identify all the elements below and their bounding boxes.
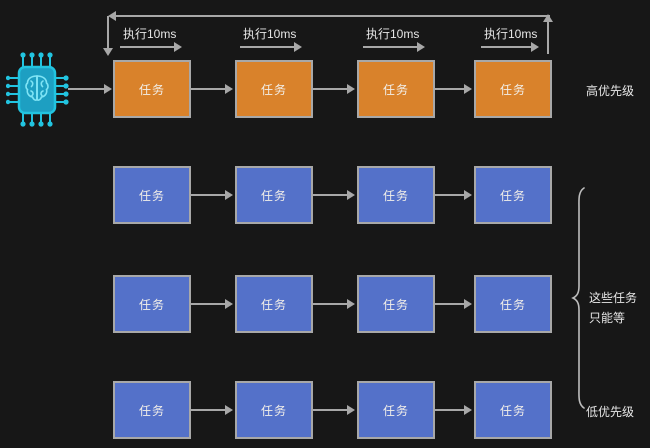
task-box-r4c4[interactable]: 任务 <box>474 381 552 439</box>
task-box-r4c3[interactable]: 任务 <box>357 381 435 439</box>
row1-link-arrowhead-icon-3 <box>464 84 472 94</box>
exec-label-2: 执行10ms <box>243 27 297 41</box>
task-box-r1c1[interactable]: 任务 <box>113 60 191 118</box>
task-box-r2c1[interactable]: 任务 <box>113 166 191 224</box>
row4-link-arrowhead-icon-1 <box>225 405 233 415</box>
row1-link-line-1 <box>191 88 227 90</box>
task-box-r3c3[interactable]: 任务 <box>357 275 435 333</box>
exec-arrow-line-3 <box>363 46 419 48</box>
task-box-r4c2[interactable]: 任务 <box>235 381 313 439</box>
task-box-r1c4[interactable]: 任务 <box>474 60 552 118</box>
row3-link-arrowhead-icon-3 <box>464 299 472 309</box>
label-low-priority: 低优先级 <box>586 405 635 419</box>
waiting-brace-icon <box>570 186 590 410</box>
row3-link-arrowhead-icon-2 <box>347 299 355 309</box>
row2-link-line-1 <box>191 194 227 196</box>
row4-link-line-1 <box>191 409 227 411</box>
row1-link-line-2 <box>313 88 349 90</box>
row2-link-arrowhead-icon-1 <box>225 190 233 200</box>
exec-arrowhead-icon-2 <box>294 42 302 52</box>
cpu-to-task-arrowhead-icon <box>104 84 112 94</box>
row1-link-line-3 <box>435 88 466 90</box>
exec-arrow-line-1 <box>120 46 176 48</box>
task-box-r1c2[interactable]: 任务 <box>235 60 313 118</box>
row2-link-line-3 <box>435 194 466 196</box>
row4-link-line-3 <box>435 409 466 411</box>
task-box-r1c3[interactable]: 任务 <box>357 60 435 118</box>
task-box-r3c4[interactable]: 任务 <box>474 275 552 333</box>
ai-chip-brain-icon <box>5 52 72 128</box>
label-high-priority: 高优先级 <box>586 84 635 98</box>
loopback-descend-arrowhead-icon <box>103 48 113 56</box>
loopback-descend-line <box>107 16 109 50</box>
task-box-r2c4[interactable]: 任务 <box>474 166 552 224</box>
loopback-ascend-arrowhead-icon <box>543 14 553 22</box>
cpu-to-task-line <box>68 88 106 90</box>
row3-link-line-1 <box>191 303 227 305</box>
row1-link-arrowhead-icon-1 <box>225 84 233 94</box>
exec-arrow-line-4 <box>481 46 533 48</box>
task-box-r2c3[interactable]: 任务 <box>357 166 435 224</box>
exec-arrowhead-icon-4 <box>531 42 539 52</box>
row2-link-arrowhead-icon-3 <box>464 190 472 200</box>
loopback-line <box>116 15 550 17</box>
task-box-r4c1[interactable]: 任务 <box>113 381 191 439</box>
row4-link-arrowhead-icon-2 <box>347 405 355 415</box>
label-waiting-line2: 只能等 <box>589 311 626 325</box>
row3-link-line-3 <box>435 303 466 305</box>
row2-link-arrowhead-icon-2 <box>347 190 355 200</box>
exec-arrowhead-icon-1 <box>174 42 182 52</box>
row4-link-arrowhead-icon-3 <box>464 405 472 415</box>
exec-label-1: 执行10ms <box>123 27 177 41</box>
exec-label-3: 执行10ms <box>366 27 420 41</box>
task-box-r2c2[interactable]: 任务 <box>235 166 313 224</box>
row2-link-line-2 <box>313 194 349 196</box>
label-waiting-line1: 这些任务 <box>589 291 638 305</box>
row3-link-line-2 <box>313 303 349 305</box>
exec-label-4: 执行10ms <box>484 27 538 41</box>
exec-arrow-line-2 <box>240 46 296 48</box>
loopback-ascend-line <box>547 22 549 54</box>
row3-link-arrowhead-icon-1 <box>225 299 233 309</box>
row1-link-arrowhead-icon-2 <box>347 84 355 94</box>
task-box-r3c1[interactable]: 任务 <box>113 275 191 333</box>
exec-arrowhead-icon-3 <box>417 42 425 52</box>
row4-link-line-2 <box>313 409 349 411</box>
loopback-arrowhead-icon <box>108 11 116 21</box>
task-box-r3c2[interactable]: 任务 <box>235 275 313 333</box>
